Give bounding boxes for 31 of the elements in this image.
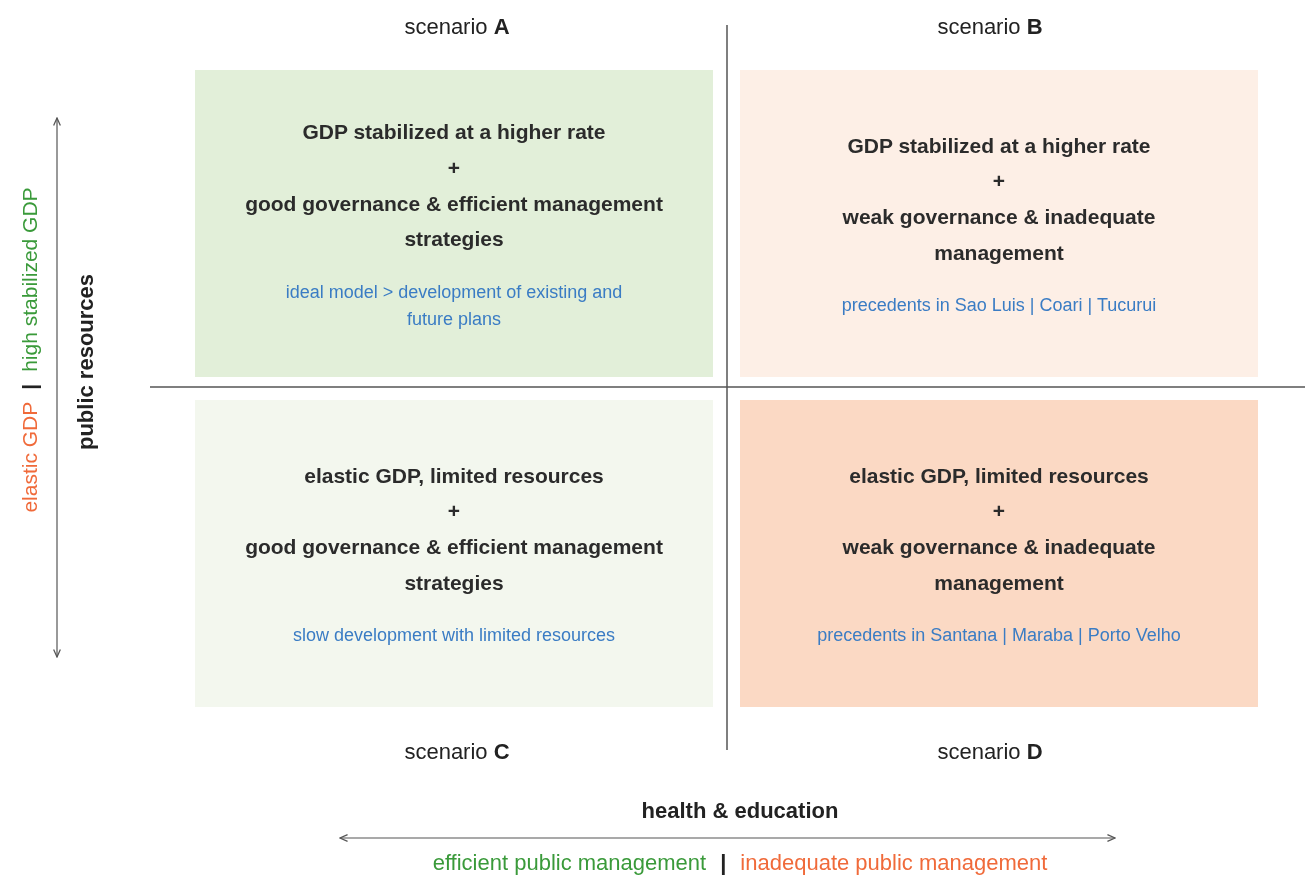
- heading-text: GDP stabilized at a higher rate: [302, 119, 606, 146]
- separator-text: |: [720, 850, 727, 876]
- axis-label: efficient public management: [432, 850, 707, 876]
- axis-label: elastic GDP: [18, 401, 42, 513]
- axis-label: inadequate public management: [740, 850, 1048, 876]
- scenario-label: scenario D: [937, 739, 1043, 765]
- scenario-label: scenario A: [404, 14, 510, 40]
- heading-text: elastic GDP, limited resources: [849, 462, 1149, 489]
- scenario-panel: [195, 70, 713, 377]
- axis-label: high stabilized GDP: [18, 187, 42, 372]
- heading-text: good governance & efficient management strategies: [244, 534, 664, 596]
- heading-text: GDP stabilized at a higher rate: [847, 132, 1151, 159]
- scenario-panel: [740, 400, 1258, 707]
- note-text: slow development with limited resources: [292, 624, 616, 648]
- scenario-panel: [740, 70, 1258, 377]
- note-text: precedents in Sao Luis | Coari | Tucurui: [841, 294, 1157, 318]
- heading-text: good governance & efficient management strategies: [244, 190, 664, 253]
- note-text: ideal model > development of existing and future plans: [284, 280, 624, 331]
- plus-sign: +: [447, 498, 461, 525]
- heading-text: elastic GDP, limited resources: [304, 462, 604, 489]
- scenario-label: scenario C: [404, 739, 510, 765]
- plus-sign: +: [992, 168, 1006, 195]
- scenario-label: scenario B: [937, 14, 1043, 40]
- plus-sign: +: [447, 154, 461, 181]
- plus-sign: +: [992, 498, 1006, 525]
- heading-text: weak governance & inadequate management: [841, 204, 1157, 266]
- separator-text: |: [18, 383, 42, 390]
- axis-title: public resources: [73, 273, 98, 451]
- axis-title: health & education: [641, 798, 839, 824]
- note-text: precedents in Santana | Maraba | Porto Velho: [817, 624, 1181, 648]
- heading-text: weak governance & inadequate management: [841, 534, 1157, 596]
